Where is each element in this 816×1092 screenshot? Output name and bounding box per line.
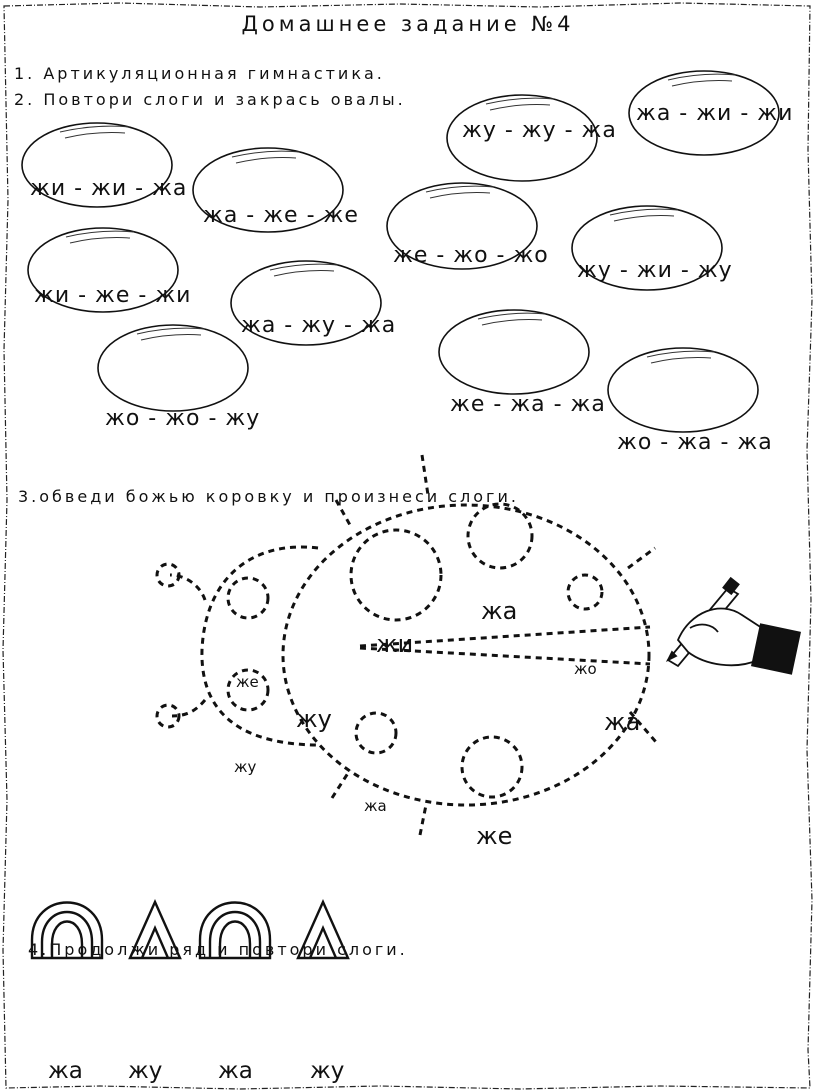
ladybug-syllable-8: жа [364, 797, 387, 815]
ladybug-syllable-6: жа [604, 708, 641, 736]
spot-head-2 [226, 668, 270, 712]
task-3: 3.обведи божью коровку и произнеси слоги… [18, 487, 519, 506]
task-1: 1. Артикуляционная гимнастика. [14, 64, 385, 83]
oval-label-1: жи - жи - жа [30, 176, 188, 201]
oval-3 [446, 94, 598, 182]
oval-label-5: же - жо - жо [393, 243, 549, 268]
wing-line [359, 625, 651, 666]
bottom-syllable-4: жу [310, 1058, 345, 1084]
ladybug-syllable-1: жа [481, 597, 518, 625]
spot-5 [460, 735, 524, 799]
triangle-shape-1 [128, 899, 182, 960]
oval-label-9: же - жа - жа [450, 392, 606, 417]
oval-1 [21, 122, 173, 208]
oval-label-4: жа - жи - жи [636, 101, 794, 126]
oval-label-10: жо - жо - жу [105, 406, 261, 431]
oval-7 [230, 260, 382, 346]
ladybug-drawing [155, 454, 801, 836]
ladybug-head [200, 545, 321, 747]
oval-4 [628, 70, 780, 156]
ladybug-syllable-5: жу [296, 705, 332, 733]
arch-shape-1 [30, 901, 104, 960]
oval-label-11: жо - жа - жа [617, 430, 773, 455]
ovals-group [21, 70, 780, 433]
oval-9 [97, 324, 249, 412]
ladybug-body [281, 503, 651, 807]
antenna-bottom [171, 699, 207, 718]
spot-3 [566, 573, 604, 611]
bottom-syllable-2: жу [128, 1058, 163, 1084]
worksheet-title: Домашнее задание №4 [241, 12, 575, 36]
oval-label-2: жа - же - же [203, 203, 359, 228]
bottom-syllable-3: жа [218, 1058, 253, 1084]
oval-11 [607, 347, 759, 433]
hand-pencil-icon [665, 576, 801, 675]
spot-head-1 [226, 576, 270, 620]
oval-label-3: жу - жу - жа [462, 118, 617, 143]
oval-8 [571, 205, 723, 291]
spot-1 [349, 528, 443, 622]
arch-shape-2 [198, 901, 272, 960]
oval-5 [386, 182, 538, 270]
bottom-syllable-1: жа [48, 1058, 83, 1084]
triangle-shape-2 [296, 899, 350, 960]
oval-10 [438, 309, 590, 395]
spot-4 [354, 711, 398, 755]
spot-2 [466, 502, 534, 570]
oval-label-6: жи - же - жи [34, 283, 192, 308]
task-2: 2. Повтори слоги и закрась овалы. [14, 90, 406, 109]
task-4: 4.Продолжи ряд и повтори слоги. [28, 940, 408, 959]
oval-2 [192, 147, 344, 233]
ladybug-syllable-3: жо [574, 660, 597, 678]
oval-label-7: жа - жу - жа [241, 313, 397, 338]
oval-6 [27, 227, 179, 313]
ladybug-syllable-2: жи [376, 630, 414, 658]
ladybug-syllable-9: же [476, 822, 513, 850]
antenna-top [169, 573, 207, 601]
ladybug-syllable-4: же [236, 673, 259, 691]
oval-label-8: жу - жи - жу [577, 258, 733, 283]
ladybug-syllable-7: жу [234, 758, 257, 776]
